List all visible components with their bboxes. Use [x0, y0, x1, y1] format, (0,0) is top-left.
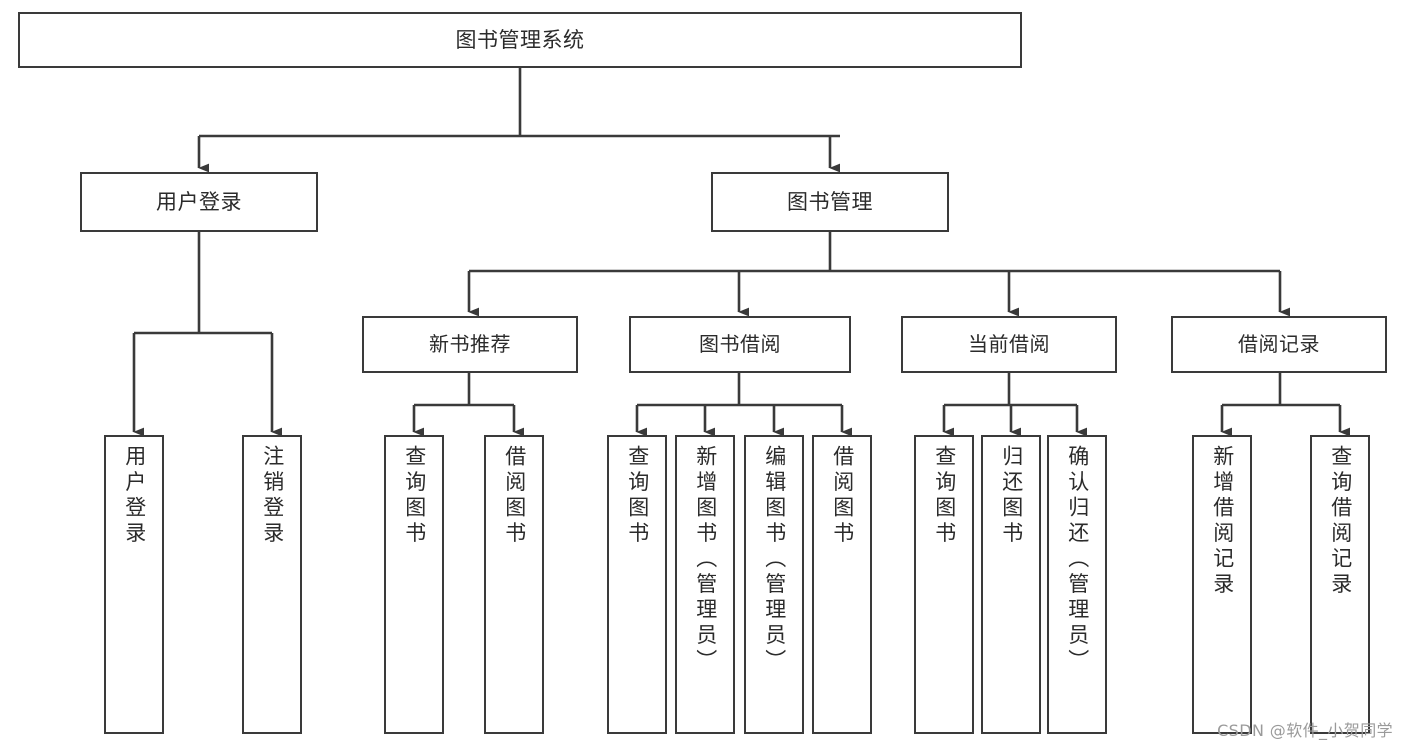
node-leaf-return-book[interactable]: 归还图书: [981, 435, 1041, 734]
node-leaf-borrow-book-2-label: 借阅图书: [830, 445, 855, 547]
node-leaf-add-record-label: 新增借阅记录: [1210, 445, 1235, 598]
node-leaf-borrow-book-1[interactable]: 借阅图书: [484, 435, 544, 734]
node-new-book-recommend[interactable]: 新书推荐: [362, 316, 578, 373]
node-leaf-user-logout-label: 注销登录: [260, 445, 285, 547]
node-leaf-borrow-book-1-label: 借阅图书: [502, 445, 527, 547]
node-user-login-label: 用户登录: [156, 189, 242, 214]
node-borrow-record-label: 借阅记录: [1238, 331, 1320, 356]
node-leaf-add-book-label: 新增图书（管理员）: [693, 445, 718, 675]
node-borrow-record[interactable]: 借阅记录: [1171, 316, 1387, 373]
node-leaf-query-record[interactable]: 查询借阅记录: [1310, 435, 1370, 734]
node-new-book-recommend-label: 新书推荐: [429, 331, 511, 356]
node-book-manage-label: 图书管理: [787, 189, 873, 214]
node-book-borrow-label: 图书借阅: [699, 331, 781, 356]
node-leaf-return-book-label: 归还图书: [999, 445, 1024, 547]
node-book-manage[interactable]: 图书管理: [711, 172, 949, 232]
node-leaf-edit-book[interactable]: 编辑图书（管理员）: [744, 435, 804, 734]
node-leaf-query-book-1[interactable]: 查询图书: [384, 435, 444, 734]
node-leaf-query-book-1-label: 查询图书: [402, 445, 427, 547]
node-leaf-add-book[interactable]: 新增图书（管理员）: [675, 435, 735, 734]
node-leaf-user-login[interactable]: 用户登录: [104, 435, 164, 734]
node-leaf-user-logout[interactable]: 注销登录: [242, 435, 302, 734]
node-user-login[interactable]: 用户登录: [80, 172, 318, 232]
node-leaf-query-record-label: 查询借阅记录: [1328, 445, 1353, 598]
node-leaf-borrow-book-2[interactable]: 借阅图书: [812, 435, 872, 734]
node-leaf-add-record[interactable]: 新增借阅记录: [1192, 435, 1252, 734]
node-book-borrow[interactable]: 图书借阅: [629, 316, 851, 373]
watermark-text: CSDN @软件_小贺同学: [1217, 721, 1393, 740]
node-leaf-edit-book-label: 编辑图书（管理员）: [762, 445, 787, 675]
node-leaf-confirm-return-label: 确认归还（管理员）: [1065, 445, 1090, 675]
node-leaf-query-book-3-label: 查询图书: [932, 445, 957, 547]
node-leaf-query-book-2-label: 查询图书: [625, 445, 650, 547]
node-current-borrow[interactable]: 当前借阅: [901, 316, 1117, 373]
node-leaf-confirm-return[interactable]: 确认归还（管理员）: [1047, 435, 1107, 734]
node-root[interactable]: 图书管理系统: [18, 12, 1022, 68]
node-leaf-user-login-label: 用户登录: [122, 445, 147, 547]
node-leaf-query-book-3[interactable]: 查询图书: [914, 435, 974, 734]
node-root-label: 图书管理系统: [455, 27, 585, 52]
node-leaf-query-book-2[interactable]: 查询图书: [607, 435, 667, 734]
node-current-borrow-label: 当前借阅: [968, 331, 1050, 356]
